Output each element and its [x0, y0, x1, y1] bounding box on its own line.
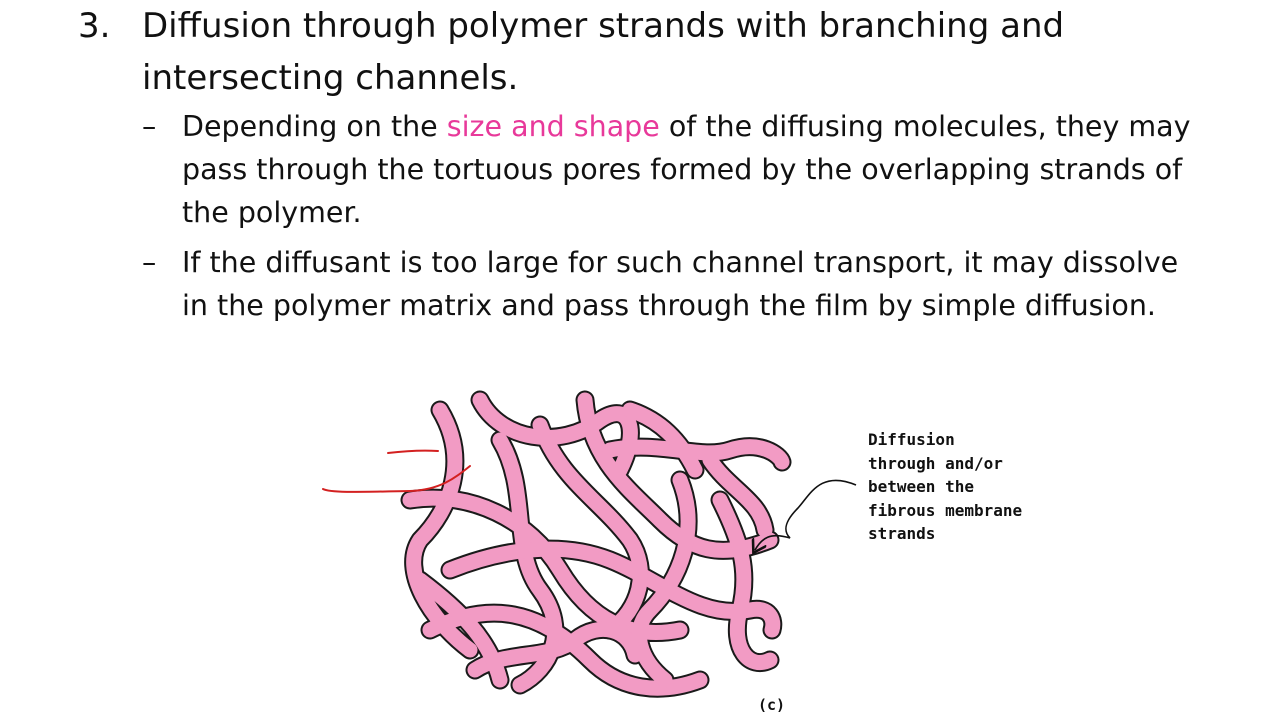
sub-point-text-start: Depending on the: [182, 110, 447, 143]
figure-caption: Diffusion through and/or between the fib…: [868, 430, 1023, 543]
sub-point-text: If the diffusant is too large for such c…: [182, 246, 1179, 322]
sub-point-text: Depending on the size and shape of the d…: [182, 105, 1212, 234]
main-point-text: Diffusion through polymer strands with b…: [142, 6, 1065, 98]
main-point-number: 3.: [78, 6, 111, 46]
sub-point-text-end: of the diffusing molecules, they may pas…: [182, 110, 1191, 229]
polymer-strands-figure: Diffusion through and/or between the fib…: [300, 380, 1100, 720]
red-annotation-marks: [322, 449, 471, 493]
polymer-strands-illustration: [322, 390, 857, 698]
sub-point-bullet: –: [142, 110, 157, 143]
strand-fills: [402, 392, 790, 696]
sub-point-bullet: –: [142, 246, 157, 279]
highlight-size-and-shape: size and shape: [446, 110, 660, 143]
caption-arrow-icon: [755, 479, 857, 550]
figure-label: (c): [758, 696, 786, 714]
